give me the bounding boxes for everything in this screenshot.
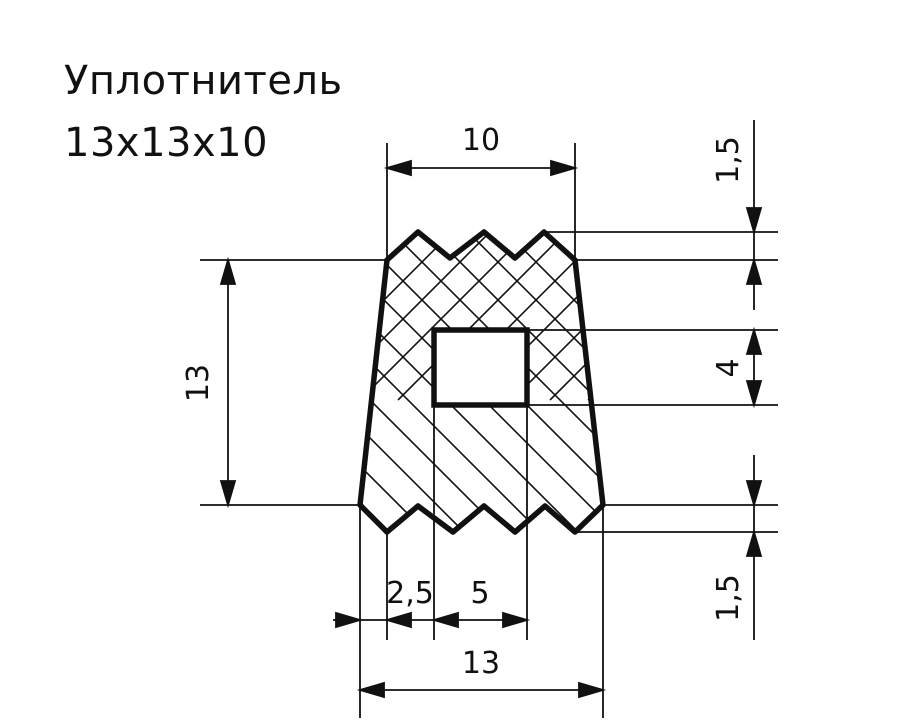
hatch-line <box>0 0 76 400</box>
hatch-line <box>549 232 603 401</box>
hatch-line <box>0 0 38 400</box>
hatch-line <box>0 0 304 400</box>
hatch-line <box>0 0 190 400</box>
hatch-line <box>740 0 900 400</box>
hatch-line <box>768 0 900 700</box>
hatch-line <box>360 232 603 532</box>
dim-hole-offset-label: 2,5 <box>386 576 434 611</box>
dim-groove-top-label: 1,5 <box>711 136 746 184</box>
hatch-line <box>360 232 381 401</box>
hatch-line <box>882 0 900 700</box>
hatch-line <box>0 0 100 700</box>
hatch-line <box>702 0 900 400</box>
hatch-line <box>654 0 900 700</box>
hatch-line <box>360 232 603 532</box>
dim-top-width-label: 10 <box>462 123 500 158</box>
hatch-line <box>360 232 603 401</box>
hatch-line <box>778 0 900 400</box>
hatch-line <box>360 232 367 532</box>
hatch-line <box>360 232 603 401</box>
hatch-line <box>664 0 900 400</box>
hatch-line <box>0 0 252 700</box>
drawing-subtitle: 13х13х10 <box>64 120 269 166</box>
hatch-line <box>0 0 138 700</box>
hatch-line <box>360 232 457 401</box>
dim-bottom-width-label: 13 <box>462 646 500 681</box>
extension-lines <box>200 143 778 718</box>
hatch-line <box>892 0 900 400</box>
hatch-line <box>360 232 603 532</box>
hatch-line <box>0 0 114 400</box>
hatch-line <box>360 232 419 401</box>
hatch-line <box>360 232 603 532</box>
hatch-line <box>816 0 900 400</box>
hatch-line <box>473 232 603 401</box>
hatch-line <box>360 232 603 401</box>
dim-hole-width-label: 5 <box>470 576 489 611</box>
hole-outline <box>431 327 530 408</box>
hatch-line <box>0 0 290 700</box>
hatch-line <box>0 0 266 400</box>
hatch-line <box>0 0 228 400</box>
dim-height-label: 13 <box>181 364 216 402</box>
hatch-line <box>0 0 342 400</box>
dimension-lines <box>219 120 763 699</box>
hatch-line <box>587 232 603 401</box>
hatch-line <box>806 0 900 700</box>
hatch-line <box>0 0 214 700</box>
hatch-line <box>844 0 900 700</box>
hatch-line <box>511 232 603 401</box>
drawing-title: Уплотнитель <box>64 58 343 104</box>
hatch-line <box>0 0 328 700</box>
dim-hole-height-label: 4 <box>711 358 746 377</box>
hatch-line <box>360 232 405 532</box>
hatch-line <box>0 0 176 700</box>
hatch-line <box>360 232 603 532</box>
hole-fill <box>434 330 527 405</box>
dim-groove-bottom-label: 1,5 <box>711 574 746 622</box>
hatch-line <box>854 0 900 400</box>
hatch-line <box>626 0 900 400</box>
hatch-line <box>0 0 152 400</box>
